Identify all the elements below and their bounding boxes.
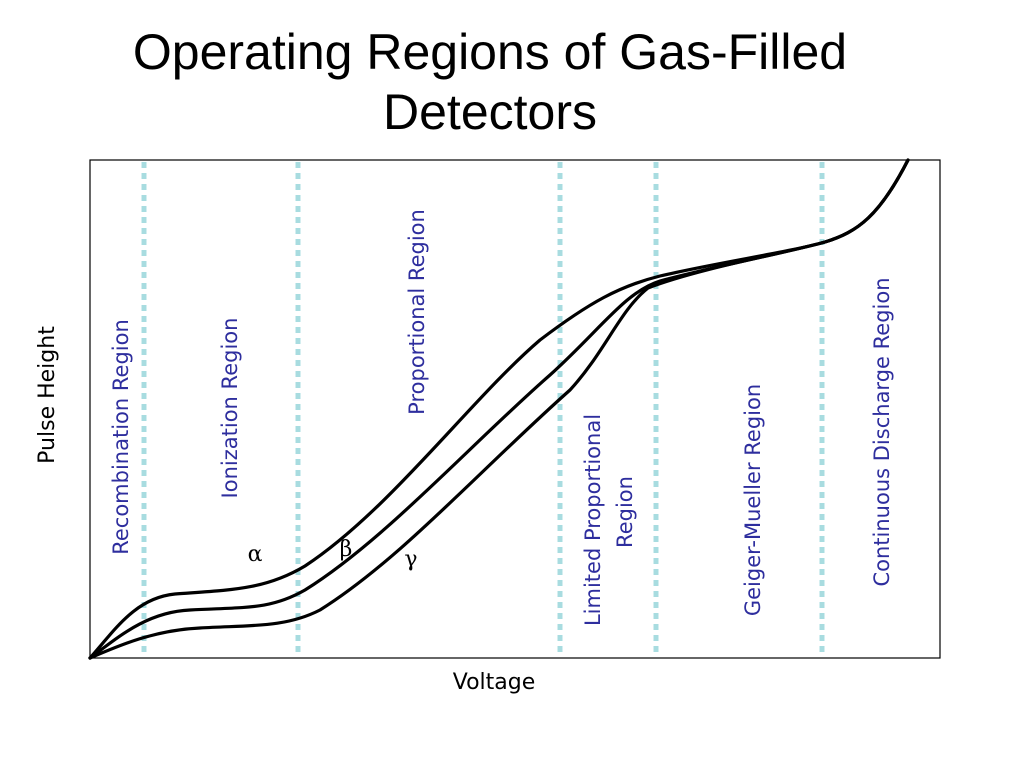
region-label-proportional: Proportional Region [405, 209, 429, 415]
region-label-geiger-mueller: Geiger-Mueller Region [741, 384, 765, 616]
title-line-2: Detectors [383, 84, 597, 140]
curve-label-gamma: γ [404, 547, 417, 572]
y-axis-label: Pulse Height [35, 326, 60, 464]
curve-beta [88, 158, 910, 660]
plot-frame [89, 159, 941, 659]
curve-label-beta: β [340, 537, 353, 562]
x-axis-label: Voltage [453, 670, 536, 695]
curve-alpha [88, 158, 910, 660]
region-label-limited-proportional-line-2: Region [613, 476, 637, 548]
region-label-recombination: Recombination Region [109, 319, 133, 555]
title-line-1: Operating Regions of Gas-Filled [132, 24, 848, 80]
region-label-ionization: Ionization Region [218, 318, 242, 499]
region-label-limited-proportional-line-1: Limited Proportional [581, 414, 605, 626]
page-title: Operating Regions of Gas-Filled Detector… [0, 22, 980, 142]
region-dividers [141, 162, 825, 656]
curve-gamma [88, 158, 910, 660]
region-label-continuous-discharge: Continuous Discharge Region [870, 277, 894, 586]
curve-label-alpha: α [248, 542, 263, 567]
